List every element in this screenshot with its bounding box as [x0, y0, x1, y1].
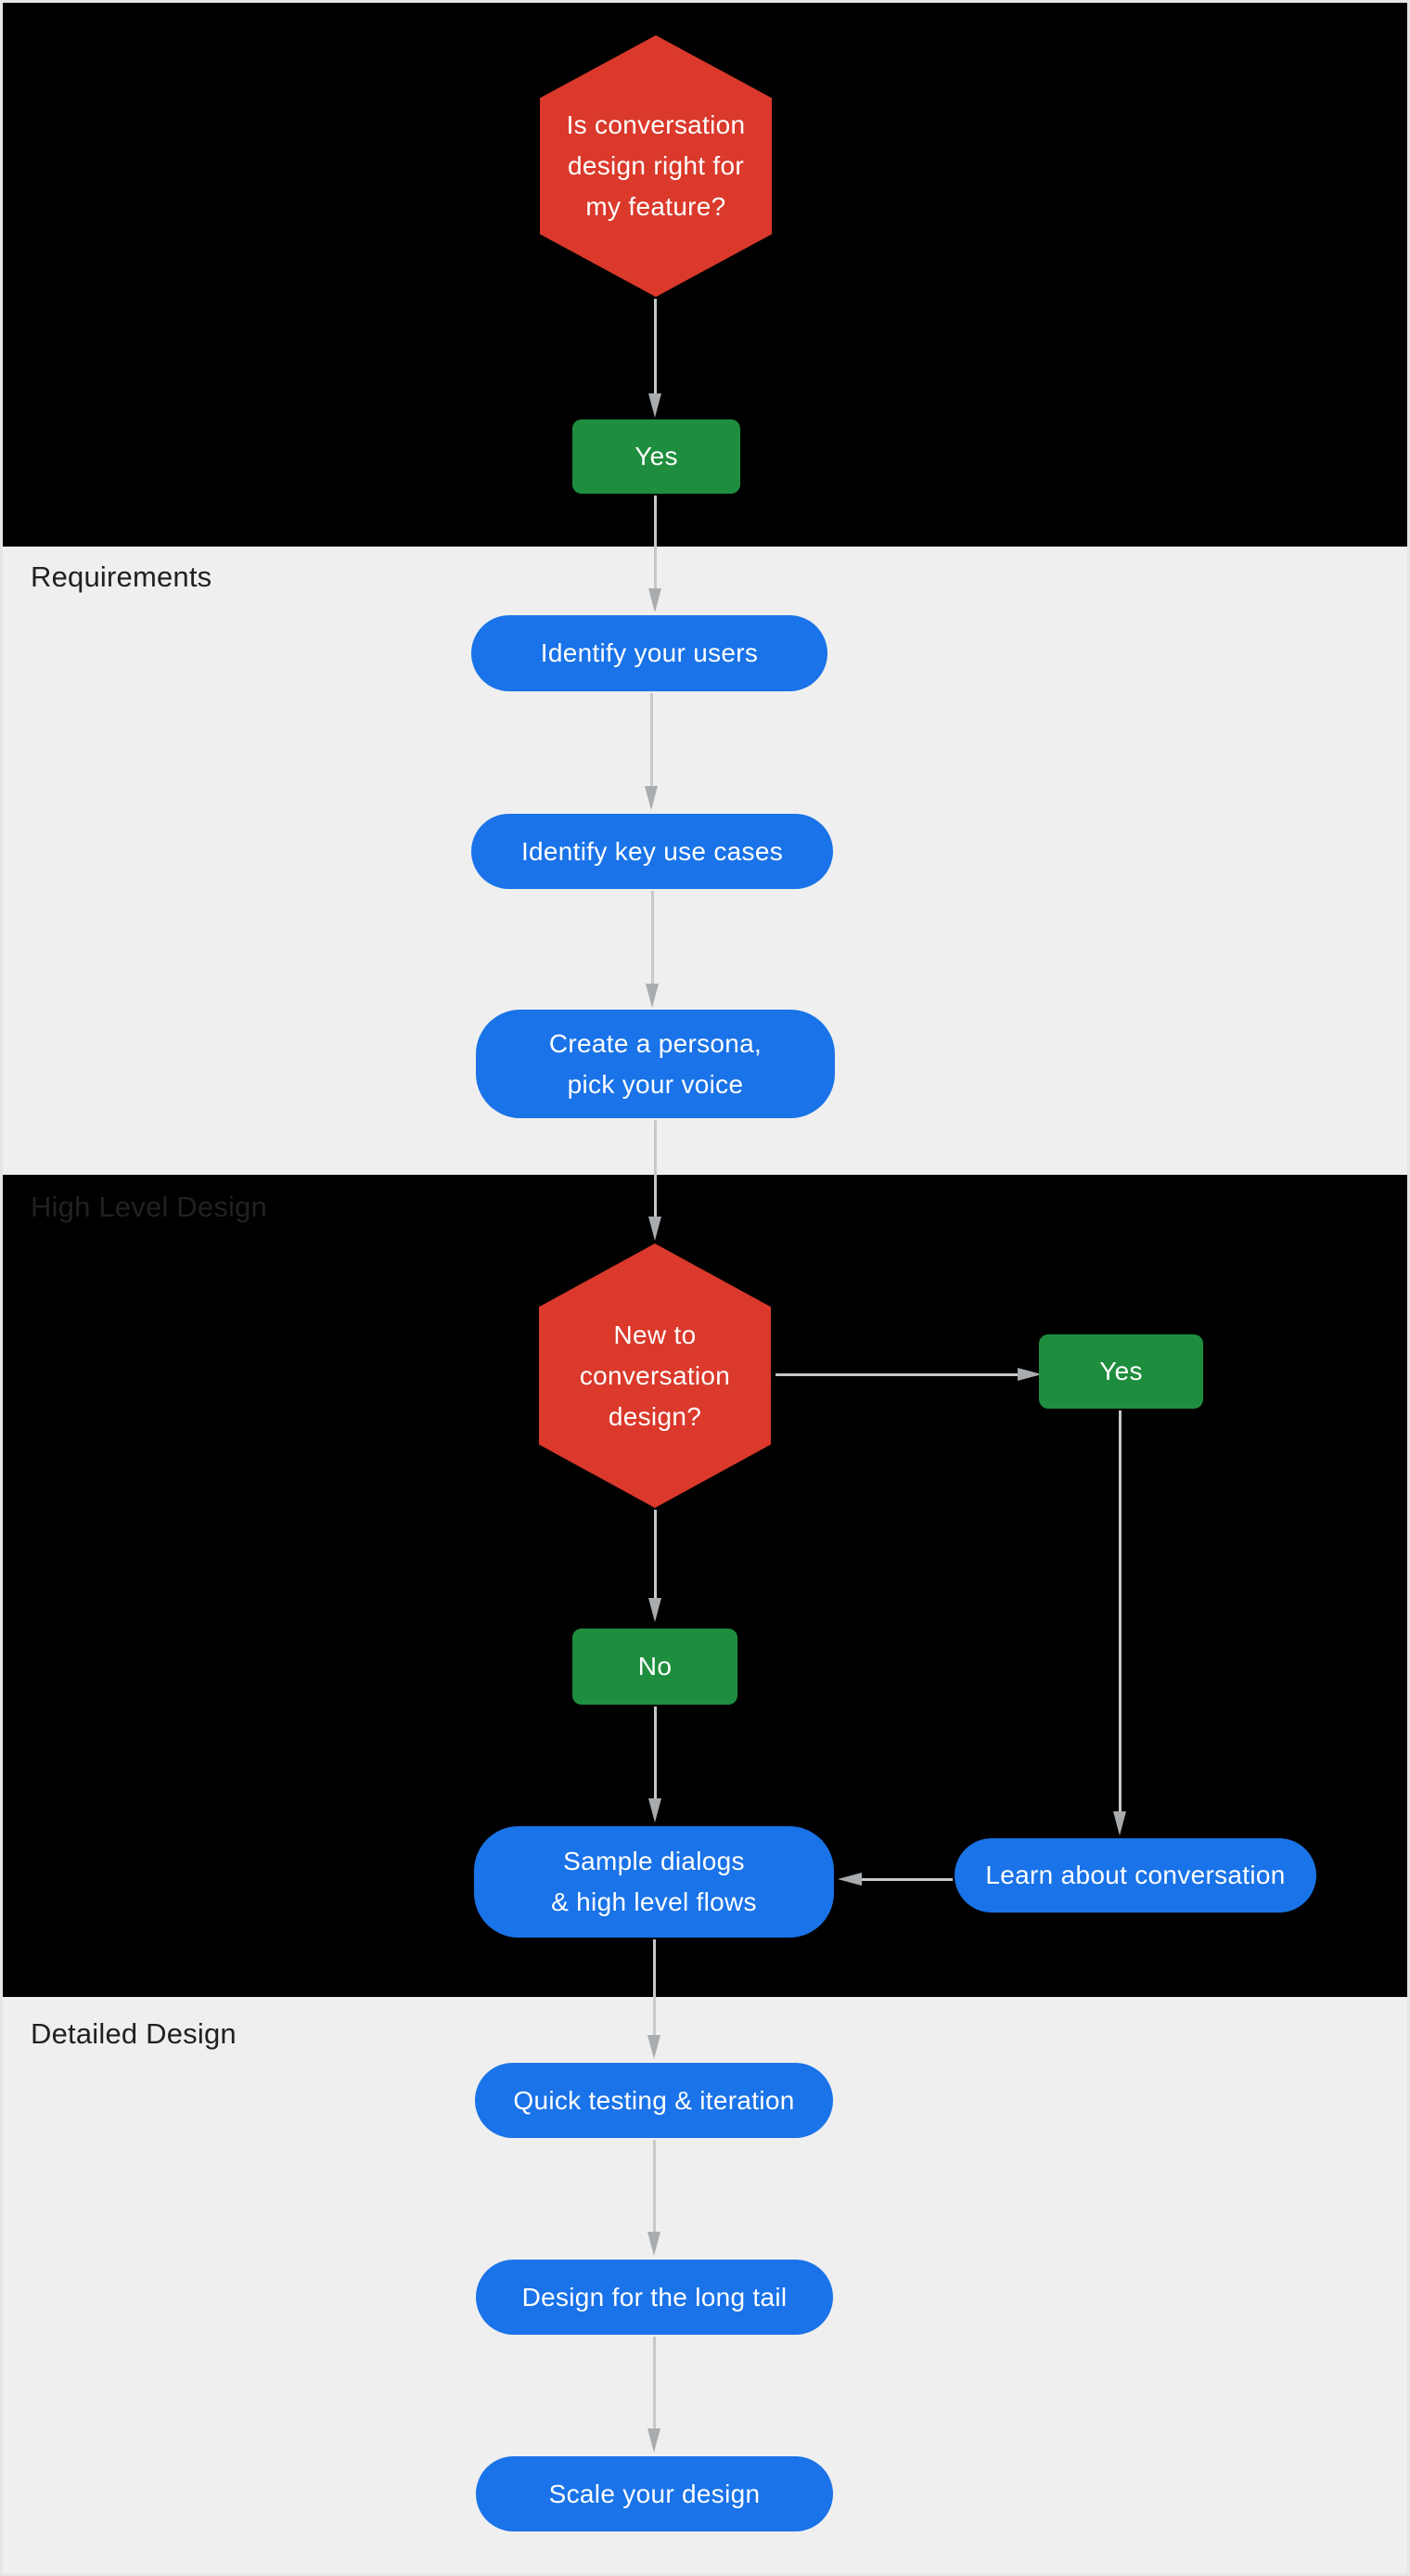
arrow-head-icon — [647, 2428, 660, 2453]
arrow-line — [654, 299, 657, 395]
arrow-head-icon — [1113, 1811, 1126, 1835]
arrow-head-icon — [838, 1873, 862, 1886]
decision-text-line: design? — [608, 1401, 702, 1431]
arrow-line — [654, 1510, 657, 1600]
arrow-line — [653, 2140, 656, 2234]
arrow-head-icon — [645, 786, 658, 810]
step-label: Identify your users — [540, 638, 759, 667]
arrow-learn-to-sample-dialogs — [838, 1873, 953, 1887]
decision-text-line: my feature? — [585, 192, 726, 221]
arrow-line — [860, 1878, 953, 1881]
arrow-head-icon — [647, 2035, 660, 2059]
step-quick-testing-iteration[interactable]: Quick testing & iteration — [475, 2063, 833, 2138]
arrow-line — [654, 496, 657, 590]
step-sample-dialogs-high-level-flows[interactable]: Sample dialogs & high level flows — [474, 1826, 834, 1938]
answer-yes-button[interactable]: Yes — [572, 419, 740, 494]
step-identify-key-use-cases[interactable]: Identify key use cases — [471, 814, 833, 889]
section-title-requirements: Requirements — [31, 560, 212, 593]
arrow-line — [651, 891, 654, 985]
arrow-yes-to-identify-users — [648, 496, 662, 612]
arrow-line — [653, 2337, 656, 2430]
decision-text-line: Is conversation — [566, 110, 746, 139]
step-label: Design for the long tail — [521, 2282, 788, 2312]
decision-text-line: New to — [613, 1320, 697, 1349]
step-label: Quick testing & iteration — [513, 2085, 795, 2115]
answer-label: No — [637, 1652, 673, 1681]
arrow-long-tail-to-scale — [647, 2337, 661, 2453]
step-label: Learn about conversation — [985, 1861, 1286, 1889]
arrow-line — [654, 1707, 657, 1800]
answer-label: Yes — [634, 442, 678, 470]
decision-text: Is conversation design right for my feat… — [567, 105, 746, 227]
step-text: Create a persona, pick your voice — [549, 1024, 762, 1105]
arrow-line — [650, 693, 653, 788]
decision-text-line: conversation — [579, 1360, 731, 1390]
arrow-head-icon — [648, 1217, 661, 1241]
step-text-line: Sample dialogs — [563, 1847, 745, 1875]
arrow-no-to-sample-dialogs — [648, 1707, 662, 1823]
arrow-head-icon — [648, 393, 661, 418]
arrow-head-icon — [646, 984, 659, 1008]
arrow-new-decision-to-yes — [776, 1368, 1042, 1382]
arrow-quick-to-long-tail — [647, 2140, 661, 2256]
arrow-line — [653, 1939, 656, 2037]
arrow-persona-to-new-decision — [648, 1120, 662, 1241]
step-label: Identify key use cases — [520, 836, 784, 866]
arrow-start-decision-to-yes — [648, 299, 662, 418]
step-text-line: Create a persona, — [548, 1028, 763, 1058]
arrow-line — [776, 1373, 1019, 1376]
step-label: Scale your design — [548, 2479, 761, 2508]
step-learn-about-conversation[interactable]: Learn about conversation — [955, 1838, 1316, 1913]
arrow-line — [1119, 1410, 1122, 1813]
section-title-high-level-design: High Level Design — [31, 1191, 267, 1223]
arrow-head-icon — [1018, 1368, 1042, 1381]
decision-text: New to conversation design? — [580, 1315, 730, 1437]
step-identify-your-users[interactable]: Identify your users — [471, 615, 827, 691]
decision-is-conversation-design-right[interactable]: Is conversation design right for my feat… — [540, 35, 772, 297]
arrow-use-cases-to-persona — [646, 891, 660, 1008]
arrow-head-icon — [648, 1798, 661, 1823]
section-title-detailed-design: Detailed Design — [31, 2017, 237, 2050]
arrow-new-decision-to-no — [648, 1510, 662, 1622]
answer-label: Yes — [1099, 1357, 1143, 1385]
step-scale-your-design[interactable]: Scale your design — [476, 2456, 833, 2531]
arrow-head-icon — [648, 1598, 661, 1622]
arrow-line — [654, 1120, 657, 1218]
step-create-persona-pick-voice[interactable]: Create a persona, pick your voice — [476, 1010, 835, 1118]
decision-new-to-conversation-design[interactable]: New to conversation design? — [539, 1243, 771, 1508]
step-text-line: pick your voice — [567, 1069, 744, 1099]
answer-new-yes-button[interactable]: Yes — [1039, 1334, 1203, 1409]
arrow-yes-to-learn-conversation — [1113, 1410, 1127, 1835]
answer-new-no-button[interactable]: No — [572, 1629, 737, 1705]
step-text-line: & high level flows — [551, 1887, 757, 1916]
step-design-for-long-tail[interactable]: Design for the long tail — [476, 2260, 833, 2335]
arrow-sample-to-quick-testing — [647, 1939, 661, 2059]
arrow-head-icon — [647, 2232, 660, 2256]
arrow-users-to-use-cases — [645, 693, 659, 810]
decision-text-line: design right for — [567, 151, 744, 180]
step-text: Sample dialogs & high level flows — [551, 1841, 757, 1923]
arrow-head-icon — [648, 588, 661, 612]
